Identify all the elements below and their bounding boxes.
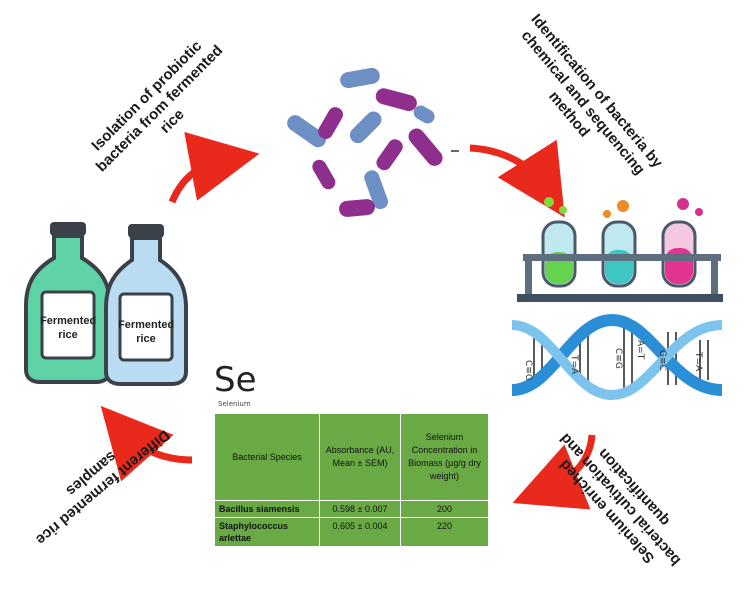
bacterium-rod <box>349 111 382 144</box>
rack-leg <box>711 254 718 298</box>
bacterium-rod <box>312 159 336 190</box>
bottle-illustration-green <box>24 222 112 384</box>
arrow-to-isolation <box>168 131 260 204</box>
droplet-icon <box>544 197 554 207</box>
scale-mark <box>451 150 459 152</box>
bacteria-illustration <box>287 67 459 217</box>
arrow-to-selenium <box>512 434 596 510</box>
svg-text:A=T: A=T <box>635 340 645 360</box>
table-row: Bacillus siamensis 0.598 ± 0.007 200 <box>214 500 489 518</box>
bacterium-rod <box>376 139 403 171</box>
droplet-icon <box>695 208 703 216</box>
bacterium-rod <box>408 128 443 166</box>
bacterium-rod <box>340 67 380 89</box>
arrow-to-identification <box>469 139 565 218</box>
rack-bar <box>523 254 721 261</box>
svg-text:T=A: T=A <box>693 351 703 372</box>
table-header-cell: Selenium Concentration in Biomass (µg/g … <box>400 413 489 501</box>
droplet-icon <box>677 198 689 210</box>
bottle-label-right: Fermented rice <box>118 319 175 345</box>
droplet-icon <box>603 210 611 218</box>
svg-text:C≡G: C≡G <box>523 360 533 381</box>
bacterium-rod <box>413 105 435 124</box>
table-cell-species: Staphylococcus arlettae <box>214 517 320 547</box>
bottle-illustration-blue <box>104 224 188 386</box>
table-cell-selenium: 200 <box>400 500 489 518</box>
bacterium-rod <box>318 107 343 139</box>
element-symbol: Se <box>214 360 257 400</box>
table-cell-selenium: 220 <box>400 517 489 547</box>
table-cell-species: Bacillus siamensis <box>214 500 320 518</box>
rack-base <box>517 294 723 302</box>
element-name: Selenium <box>218 400 251 408</box>
droplet-icon <box>617 200 629 212</box>
bottle-label-left: Fermented rice <box>40 315 97 341</box>
selenium-results-table: Bacterial Species Absorbance (AU, Mean ±… <box>214 413 489 547</box>
svg-text:G≡C: G≡C <box>657 350 667 371</box>
table-header-cell: Bacterial Species <box>214 413 320 501</box>
table-cell-absorbance: 0.605 ± 0.004 <box>319 517 401 547</box>
svg-text:T=A: T=A <box>569 354 579 375</box>
table-header-cell: Absorbance (AU, Mean ± SEM) <box>319 413 401 501</box>
bacterium-rod <box>287 115 327 148</box>
bacterium-rod <box>364 170 389 210</box>
test-tube-rack <box>517 197 723 302</box>
table-cell-absorbance: 0.598 ± 0.007 <box>319 500 401 518</box>
dna-helix-illustration: C≡G T=A C≡G A=T G≡C T=A <box>512 310 722 405</box>
table-header-row: Bacterial Species Absorbance (AU, Mean ±… <box>214 413 489 501</box>
rack-leg <box>525 254 532 298</box>
svg-text:C≡G: C≡G <box>613 348 623 369</box>
bacterium-rod <box>339 199 375 217</box>
droplet-icon <box>559 206 567 214</box>
bacterium-rod <box>375 88 417 112</box>
arrow-to-samples <box>100 405 193 482</box>
table-row: Staphylococcus arlettae 0.605 ± 0.004 22… <box>214 517 489 547</box>
